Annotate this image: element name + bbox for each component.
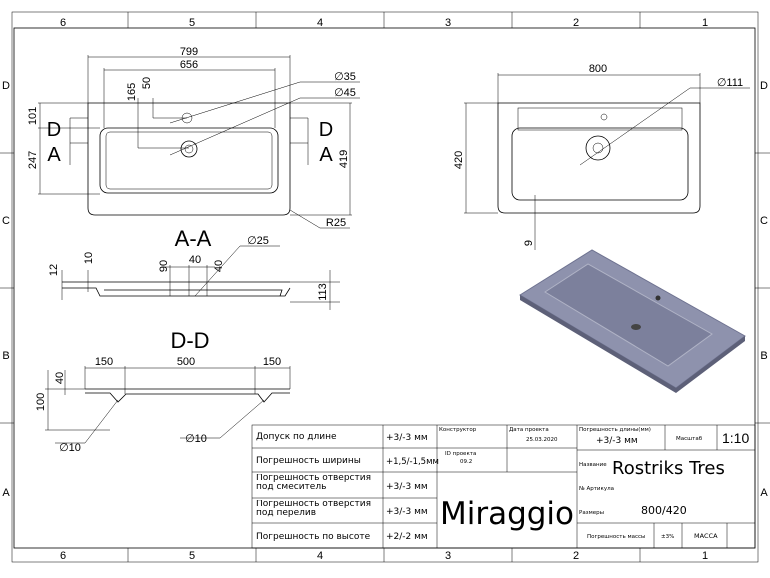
column-label: 4 [317, 550, 323, 562]
tolerance-label: Допуск по длине [256, 432, 337, 442]
title-block: Допуск по длине +3/-3 мм Погрешность шир… [251, 424, 756, 549]
row-label: C [760, 215, 768, 227]
hole-label: ∅10 [59, 442, 81, 454]
tolerance-value: +1,5/-1,5мм [386, 457, 439, 467]
tolerance-label: Погрешность отверстия под перелив [256, 500, 371, 518]
dimension-depth: 419 [338, 150, 350, 168]
section-marker-d: D [319, 119, 333, 141]
row-label: D [2, 80, 10, 92]
hole-label: ∅10 [185, 433, 207, 445]
mass-tolerance: ±3% [661, 534, 674, 540]
column-label: 2 [573, 550, 579, 562]
brand-logo: Miraggio [440, 496, 574, 532]
length-tolerance-label: Погрешность длины(мм) [579, 427, 651, 433]
dimension-40: 40 [54, 372, 66, 384]
date-label: Дата проекта [509, 427, 549, 433]
dimension-9: 9 [523, 240, 535, 246]
drain-hole-label: ∅45 [334, 87, 356, 99]
section-aa: A-A 12 10 90 40 40 113 ∅25 [48, 226, 340, 310]
tolerance-value: +3/-3 мм [386, 433, 428, 443]
column-label: 2 [573, 17, 579, 29]
section-dd: D-D 150 500 150 40 100 ∅10 ∅10 [35, 328, 291, 454]
scale-label: Масштаб [676, 436, 703, 442]
product-name: Rostriks Tres [612, 458, 725, 479]
length-tolerance: +3/-3 мм [596, 436, 638, 446]
column-label: 5 [189, 17, 195, 29]
designer-label: Конструктор [439, 427, 477, 433]
row-label: C [2, 215, 10, 227]
scale-value: 1:10 [722, 430, 749, 446]
tolerance-value: +2/-2 мм [386, 532, 428, 542]
tap-hole-label: ∅35 [334, 71, 356, 83]
mass-tolerance-label: Погрешность массы [587, 534, 645, 540]
tolerance-label: Погрешность отверстия под смеситель [256, 474, 371, 492]
dimension-40: 40 [189, 254, 201, 266]
column-label: 5 [189, 550, 195, 562]
row-label: A [760, 487, 768, 499]
dimension-500: 500 [177, 356, 195, 368]
dimension-165: 165 [126, 83, 138, 101]
dimension-width: 800 [589, 63, 607, 75]
dimension-width-overall: 799 [180, 46, 198, 58]
dimension-50: 50 [141, 77, 153, 89]
mass-label: МАССА [694, 532, 718, 540]
column-label: 1 [702, 17, 708, 29]
hole-label: ∅25 [247, 235, 269, 247]
row-label: B [2, 350, 9, 362]
dimension-101: 101 [27, 107, 39, 125]
size-value: 800/420 [641, 504, 687, 517]
row-label: A [2, 487, 10, 499]
project-date: 25.03.2020 [526, 437, 558, 443]
dimension-width-inner: 656 [180, 59, 198, 71]
dimension-100: 100 [35, 393, 47, 411]
dimension-113: 113 [317, 283, 329, 301]
column-label: 1 [702, 550, 708, 562]
radius-label: R25 [326, 217, 346, 229]
tolerance-value: +3/-3 мм [386, 507, 428, 517]
column-label: 3 [445, 550, 451, 562]
column-label: 3 [445, 17, 451, 29]
right-view: 800 420 ∅111 9 [453, 63, 750, 250]
column-label: 4 [317, 17, 323, 29]
row-label: D [760, 80, 768, 92]
tolerance-value: +3/-3 мм [386, 482, 428, 492]
dimension-40: 40 [213, 260, 225, 272]
dimension-depth: 420 [453, 151, 465, 169]
dimension-90: 90 [158, 260, 170, 272]
size-label: Размеры [579, 510, 604, 516]
article-label: № Артикула [579, 486, 614, 492]
project-id-label: ID проекта [445, 451, 476, 457]
column-label: 6 [60, 17, 66, 29]
drain-hole-label: ∅111 [717, 77, 743, 89]
section-marker-d: D [47, 119, 61, 141]
top-view: 799 656 165 50 101 247 419 ∅35 ∅45 R25 D… [27, 46, 360, 229]
sink-3d-render [519, 249, 746, 393]
section-title: A-A [175, 226, 212, 251]
section-title: D-D [170, 328, 209, 353]
dimension-247: 247 [27, 151, 39, 169]
section-marker-a: A [47, 144, 61, 166]
section-marker-a: A [319, 144, 333, 166]
dimension-12: 12 [48, 264, 60, 276]
dimension-150: 150 [263, 356, 281, 368]
tolerance-label: Погрешность по высоте [256, 532, 371, 542]
dimension-10: 10 [83, 252, 95, 264]
tolerance-label: Погрешность ширины [256, 456, 361, 466]
name-label: Название [579, 462, 607, 468]
dimension-150: 150 [95, 356, 113, 368]
project-id: 09.2 [460, 459, 472, 465]
row-label: B [760, 350, 767, 362]
column-label: 6 [60, 550, 66, 562]
